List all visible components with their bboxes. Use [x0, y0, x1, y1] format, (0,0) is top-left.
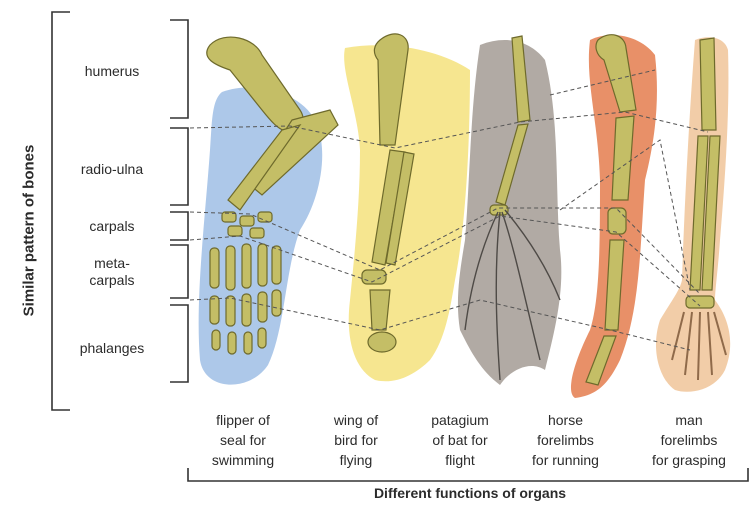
bracket-radio-ulna	[170, 128, 188, 205]
caption-man-line3: for grasping	[628, 450, 750, 470]
bottom-title: Different functions of organs	[190, 485, 750, 501]
label-metacarpals-line1: meta-	[62, 255, 162, 272]
caption-horse-line1: horse	[508, 410, 623, 430]
caption-seal-line3: swimming	[188, 450, 298, 470]
caption-horse-line2: forelimbs	[508, 430, 623, 450]
label-carpals: carpals	[62, 218, 162, 235]
caption-man-line1: man	[628, 410, 750, 430]
caption-bird-line2: bird for	[306, 430, 406, 450]
label-phalanges: phalanges	[62, 340, 162, 357]
caption-bat-line2: of bat for	[410, 430, 510, 450]
label-metacarpals-line2: carpals	[62, 272, 162, 289]
caption-bird: wing of bird for flying	[306, 410, 406, 470]
caption-seal-line1: flipper of	[188, 410, 298, 430]
label-humerus: humerus	[62, 63, 162, 80]
man-limb-skin	[656, 37, 730, 392]
bat-wing-skin	[458, 40, 561, 385]
caption-bat-line3: flight	[410, 450, 510, 470]
bracket-carpals	[170, 212, 188, 240]
bracket-humerus	[170, 20, 188, 118]
label-metacarpals: meta- carpals	[62, 255, 162, 289]
caption-man-line2: forelimbs	[628, 430, 750, 450]
caption-seal-line2: seal for	[188, 430, 298, 450]
bracket-metacarpals	[170, 245, 188, 298]
caption-horse-line3: for running	[508, 450, 623, 470]
caption-horse: horse forelimbs for running	[508, 410, 623, 470]
caption-bat: patagium of bat for flight	[410, 410, 510, 470]
axis-label: Similar pattern of bones	[14, 80, 44, 380]
caption-bird-line1: wing of	[306, 410, 406, 430]
caption-bird-line3: flying	[306, 450, 406, 470]
bracket-phalanges	[170, 305, 188, 382]
label-radio-ulna: radio-ulna	[62, 161, 162, 178]
caption-seal: flipper of seal for swimming	[188, 410, 298, 470]
caption-bat-line1: patagium	[410, 410, 510, 430]
caption-man: man forelimbs for grasping	[628, 410, 750, 470]
bird-wing-skin	[344, 45, 470, 381]
